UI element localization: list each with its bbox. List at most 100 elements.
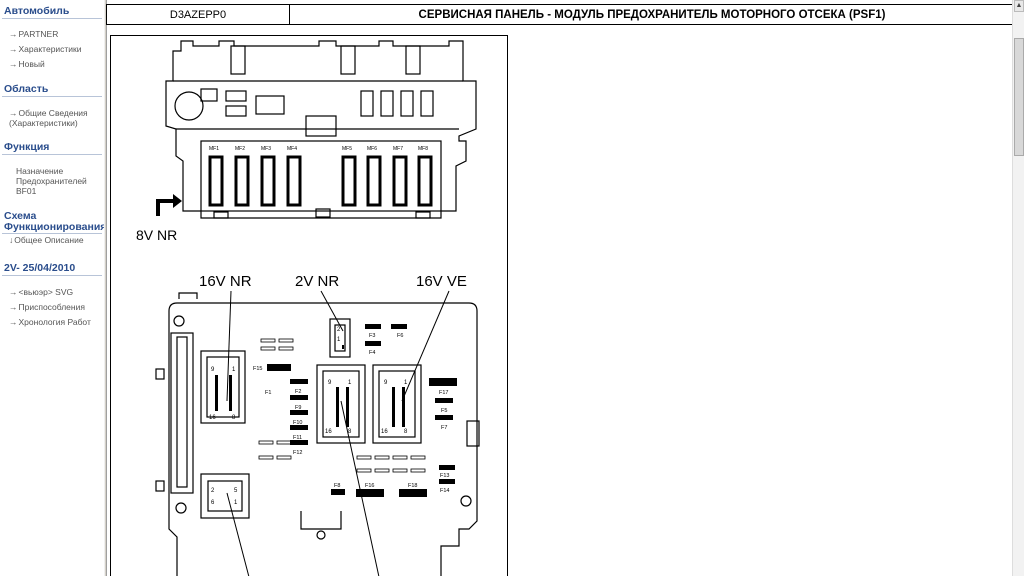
nav-link-partner[interactable]: →PARTNER bbox=[9, 29, 59, 39]
fuse-label-mf4: MF4 bbox=[287, 146, 297, 152]
nav-link-general-description[interactable]: ↓Общее Описание bbox=[9, 235, 84, 245]
fuse-label-f6: F6 bbox=[397, 333, 403, 339]
maxi-fuse-mf5 bbox=[341, 155, 357, 207]
fuse-label-f18: F18 bbox=[408, 483, 417, 489]
fuse-f18 bbox=[399, 489, 427, 497]
fuse-label-f2: F2 bbox=[295, 389, 301, 395]
vertical-scrollbar[interactable]: ▲ bbox=[1012, 0, 1024, 576]
nav-link-work-history[interactable]: →Хронология Работ bbox=[9, 317, 91, 327]
pin-label-16: 16 bbox=[209, 415, 216, 421]
maxi-fuse-mf6 bbox=[366, 155, 382, 207]
pin-label-9: 9 bbox=[384, 380, 388, 386]
pin-label-1: 1 bbox=[348, 380, 352, 386]
pin-label-8: 8 bbox=[232, 415, 236, 421]
fuse-label-f5: F5 bbox=[441, 408, 447, 414]
fuse-f16 bbox=[356, 489, 384, 497]
fuse-label-f11: F11 bbox=[293, 435, 302, 441]
fuse-f1-f2 bbox=[290, 379, 308, 384]
fuse-f6 bbox=[391, 324, 407, 329]
arrow-right-icon: → bbox=[9, 317, 18, 327]
page-title: СЕРВИСНАЯ ПАНЕЛЬ - МОДУЛЬ ПРЕДОХРАНИТЕЛЬ… bbox=[289, 4, 1015, 25]
connector-16v-ve bbox=[372, 364, 422, 444]
fuse-f4 bbox=[365, 341, 381, 346]
fuse-label-f7: F7 bbox=[441, 425, 447, 431]
pin-label-5: 5 bbox=[234, 488, 238, 494]
maxi-fuse-mf7 bbox=[392, 155, 408, 207]
connector-arrow-icon bbox=[156, 199, 175, 216]
fuse-box-diagram: MF1 MF2 MF3 MF4 MF5 MF6 MF7 MF8 8V NR 16… bbox=[136, 40, 480, 576]
fuse-f12 bbox=[290, 440, 308, 445]
connector-label-16v-ve: 16V VE bbox=[416, 273, 467, 290]
arrow-right-icon: → bbox=[9, 29, 18, 39]
maxi-fuse-slots bbox=[208, 155, 433, 207]
frame-splitter[interactable] bbox=[104, 0, 107, 576]
connector-label-16v-nr: 16V NR bbox=[199, 273, 252, 290]
leader-lines bbox=[226, 290, 450, 576]
scrollbar-thumb[interactable] bbox=[1014, 38, 1024, 156]
fuse-f3 bbox=[365, 324, 381, 329]
maxi-fuse-mf8 bbox=[417, 155, 433, 207]
fuse-label-mf8: MF8 bbox=[418, 146, 428, 152]
arrow-down-icon: ↓ bbox=[9, 235, 14, 245]
fuse-f15 bbox=[267, 364, 291, 371]
fuse-f14 bbox=[439, 479, 455, 484]
nav-link-fuse-assignment[interactable]: Назначение Предохранителей BF01 bbox=[16, 166, 87, 196]
section-divider bbox=[2, 275, 102, 276]
section-title-function: Функция bbox=[4, 141, 50, 153]
section-divider bbox=[2, 18, 102, 19]
pin-label-1: 1 bbox=[337, 337, 341, 343]
fuse-label-f17: F17 bbox=[439, 390, 448, 396]
fuse-label-f15: F15 bbox=[253, 366, 262, 372]
pin-labels: 9 1 16 8 2 1 9 1 16 8 9 1 16 8 2 5 6 1 bbox=[209, 327, 408, 506]
section-title-schema: Схема Функционирования bbox=[4, 210, 107, 233]
pin-label-9: 9 bbox=[328, 380, 332, 386]
pin-label-1: 1 bbox=[404, 380, 408, 386]
fuse-f11 bbox=[290, 425, 308, 430]
fuse-f10 bbox=[290, 410, 308, 415]
pin-label-16: 16 bbox=[325, 429, 332, 435]
pin-label-9: 9 bbox=[211, 367, 215, 373]
nav-link-characteristics[interactable]: →Характеристики bbox=[9, 44, 82, 54]
connector-label-2v-nr: 2V NR bbox=[295, 273, 339, 290]
fuse-label-mf1: MF1 bbox=[209, 146, 219, 152]
document-code: D3AZEPP0 bbox=[106, 4, 290, 25]
maxi-fuse-mf4 bbox=[286, 155, 302, 207]
maxi-fuse-mf3 bbox=[260, 155, 276, 207]
fuse-f9 bbox=[290, 395, 308, 400]
arrowhead-icon bbox=[173, 194, 182, 208]
nav-link-new[interactable]: →Новый bbox=[9, 59, 45, 69]
section-title-area: Область bbox=[4, 83, 49, 95]
fuse-label-f8: F8 bbox=[334, 483, 340, 489]
connector-16v-nr bbox=[200, 350, 246, 424]
connector-labels: 16V NR 2V NR 16V VE bbox=[199, 273, 467, 290]
pin-label-8: 8 bbox=[348, 429, 352, 435]
ventilation-slots bbox=[258, 338, 426, 473]
pin-label-16: 16 bbox=[381, 429, 388, 435]
fuse-label-f4: F4 bbox=[369, 350, 375, 356]
fuse-label-f16: F16 bbox=[365, 483, 374, 489]
section-divider bbox=[2, 96, 102, 97]
fuse-label-mf5: MF5 bbox=[342, 146, 352, 152]
nav-link-tools[interactable]: →Приспособления bbox=[9, 302, 85, 312]
fuse-labels: F15 F1 F2 F9 F10 F11 F12 F3 F6 F4 F17 F5… bbox=[253, 333, 449, 494]
connector-label-8v-nr: 8V NR bbox=[136, 227, 177, 243]
nav-link-svg-viewer[interactable]: →<вьюэр> SVG bbox=[9, 287, 74, 297]
pin-label-1: 1 bbox=[234, 500, 238, 506]
bottom-module-outline bbox=[155, 292, 480, 576]
fuse-label-f13: F13 bbox=[440, 473, 449, 479]
scroll-up-icon[interactable]: ▲ bbox=[1014, 0, 1024, 12]
connector-6-pin bbox=[200, 473, 250, 519]
fuse-label-mf6: MF6 bbox=[367, 146, 377, 152]
top-module-outline bbox=[165, 40, 477, 219]
fuse-label-mf2: MF2 bbox=[235, 146, 245, 152]
fuse-f8 bbox=[331, 489, 345, 495]
fuse-f17 bbox=[429, 378, 457, 386]
fuse-label-f12: F12 bbox=[293, 450, 302, 456]
fuse-label-f14: F14 bbox=[440, 488, 449, 494]
nav-link-general-info[interactable]: →Общие Сведения (Характеристики) bbox=[9, 108, 88, 128]
fuse-label-f10: F10 bbox=[293, 420, 302, 426]
fuse-slots bbox=[267, 324, 457, 497]
pin-label-2: 2 bbox=[337, 327, 341, 333]
arrow-right-icon: → bbox=[9, 44, 18, 54]
fuse-label-f3: F3 bbox=[369, 333, 375, 339]
